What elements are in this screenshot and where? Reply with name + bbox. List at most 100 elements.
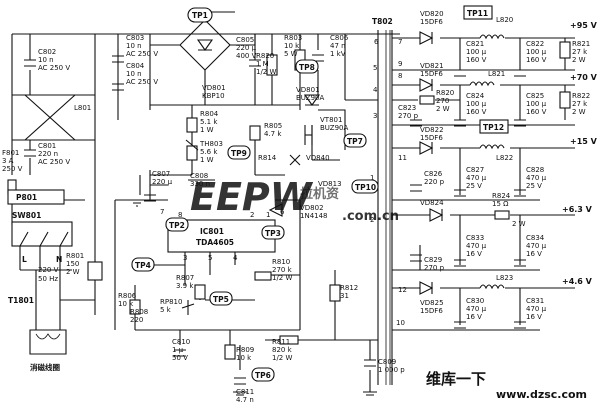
svg-text:R820: R820 xyxy=(436,89,454,97)
rail-95v: +95 V xyxy=(570,21,598,30)
svg-text:C808: C808 xyxy=(190,172,208,180)
test-point-tp6: TP6 xyxy=(251,367,275,382)
svg-text:160 V: 160 V xyxy=(526,56,547,64)
svg-text:16 V: 16 V xyxy=(526,250,542,258)
svg-text:TP8: TP8 xyxy=(299,63,315,72)
svg-text:R801: R801 xyxy=(66,252,84,260)
svg-text:VD820: VD820 xyxy=(420,10,444,18)
svg-text:4.7 k: 4.7 k xyxy=(264,130,282,138)
svg-text:L823: L823 xyxy=(496,274,513,282)
t802-pin-12: 12 xyxy=(398,286,407,294)
svg-text:C809: C809 xyxy=(378,358,396,366)
svg-text:470 μ: 470 μ xyxy=(466,242,487,250)
t802-pin-2: 2 xyxy=(370,216,374,224)
t802-pin-9: 9 xyxy=(398,60,402,68)
watermark-url: www.dzsc.com xyxy=(496,388,587,401)
t1801-label: T1801 xyxy=(8,296,34,305)
svg-text:1 W: 1 W xyxy=(200,126,214,134)
svg-text:AC 250 V: AC 250 V xyxy=(38,158,70,166)
svg-text:250 V: 250 V xyxy=(2,165,23,173)
ic-pin-7: 7 xyxy=(160,208,164,216)
svg-text:16 V: 16 V xyxy=(466,250,482,258)
svg-text:TP3: TP3 xyxy=(265,229,281,238)
svg-text:C833: C833 xyxy=(466,234,484,242)
svg-text:100 μ: 100 μ xyxy=(526,48,547,56)
svg-text:TP7: TP7 xyxy=(347,137,363,146)
svg-text:10 k: 10 k xyxy=(284,42,300,50)
svg-text:C801: C801 xyxy=(38,142,56,150)
rail-4v6: +4.6 V xyxy=(562,277,593,286)
svg-text:160 V: 160 V xyxy=(466,108,487,116)
svg-text:BUZ90A: BUZ90A xyxy=(296,94,325,102)
svg-text:1/2 W: 1/2 W xyxy=(272,274,292,282)
svg-text:27 k: 27 k xyxy=(572,48,588,56)
svg-text:TP4: TP4 xyxy=(135,261,151,270)
test-point-tp1: TP1 xyxy=(187,7,213,23)
svg-text:15 Ω: 15 Ω xyxy=(492,200,509,208)
svg-text:15DF6: 15DF6 xyxy=(420,307,443,315)
svg-text:160 V: 160 V xyxy=(466,56,487,64)
svg-text:470 μ: 470 μ xyxy=(466,174,487,182)
svg-text:160 V: 160 V xyxy=(526,108,547,116)
svg-text:F801: F801 xyxy=(2,149,19,157)
watermark-eepw: EEPW xyxy=(190,175,314,219)
svg-text:270 k: 270 k xyxy=(272,266,293,274)
svg-text:470 μ: 470 μ xyxy=(526,242,547,250)
ic-pin-1: 1 xyxy=(266,211,270,219)
svg-text:820 k: 820 k xyxy=(272,346,293,354)
svg-text:1 μ: 1 μ xyxy=(172,346,184,354)
svg-text:100 μ: 100 μ xyxy=(466,48,487,56)
svg-text:AC 250 V: AC 250 V xyxy=(126,50,158,58)
svg-text:C803: C803 xyxy=(126,34,144,42)
svg-text:VD822: VD822 xyxy=(420,126,444,134)
degauss-coil-label: 消磁线圈 xyxy=(30,362,60,372)
svg-text:150: 150 xyxy=(66,260,79,268)
svg-text:C821: C821 xyxy=(466,40,484,48)
svg-text:C810: C810 xyxy=(172,338,190,346)
svg-text:220: 220 xyxy=(130,316,143,324)
t802-pin-10: 10 xyxy=(396,319,405,327)
svg-text:R821: R821 xyxy=(572,40,590,48)
svg-text:C830: C830 xyxy=(466,297,484,305)
label-vd840: VD840 xyxy=(306,154,330,162)
svg-text:C824: C824 xyxy=(466,92,485,100)
t802-pin-8: 8 xyxy=(398,72,402,80)
p801-label: P801 xyxy=(16,193,37,202)
t802-pin-4: 4 xyxy=(373,86,378,94)
svg-text:2 W: 2 W xyxy=(512,220,526,228)
svg-text:330 n: 330 n xyxy=(190,180,210,188)
test-point-tp10: TP10 xyxy=(351,179,379,194)
svg-text:R810: R810 xyxy=(272,258,290,266)
svg-text:27 k: 27 k xyxy=(572,100,588,108)
svg-text:470 μ: 470 μ xyxy=(466,305,487,313)
svg-text:VD840: VD840 xyxy=(306,154,330,162)
watermark-site: .com.cn xyxy=(342,209,399,224)
test-point-tp2: TP2 xyxy=(165,217,189,232)
t802-pin-5: 5 xyxy=(373,64,377,72)
svg-text:25 V: 25 V xyxy=(466,182,482,190)
mains-neutral-label: N xyxy=(56,255,62,264)
svg-text:VD825: VD825 xyxy=(420,299,444,307)
